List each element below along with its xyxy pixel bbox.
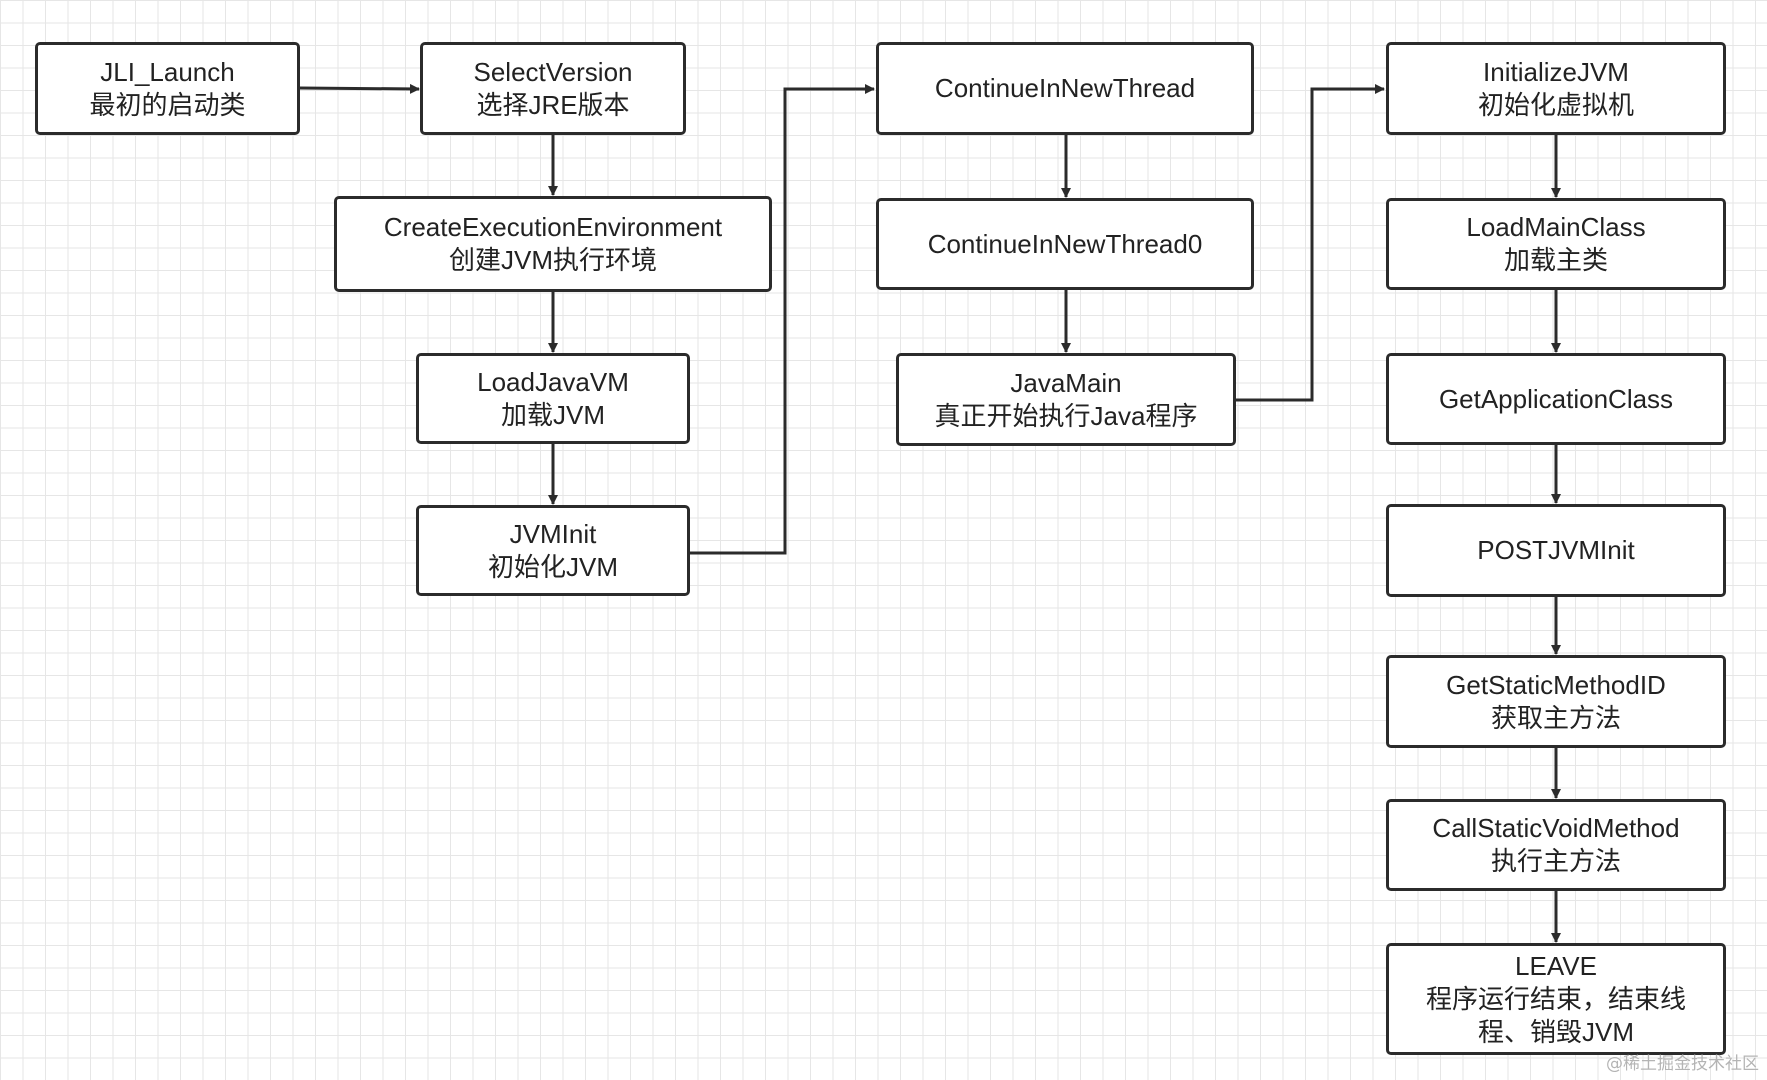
node-jvm-init: JVMInit 初始化JVM: [416, 505, 690, 596]
node-continue-in-new-thread0-title: ContinueInNewThread0: [927, 228, 1203, 259]
node-get-application-class: GetApplicationClass: [1386, 353, 1726, 445]
node-create-execution-environment-title: CreateExecutionEnvironment: [383, 212, 723, 242]
node-call-static-void-method-title: CallStaticVoidMethod: [1432, 813, 1680, 843]
node-select-version-title: SelectVersion: [473, 56, 633, 87]
node-leave-title: LEAVE: [1515, 950, 1597, 981]
node-get-application-class-title: GetApplicationClass: [1438, 383, 1674, 414]
node-post-jvm-init-title: POSTJVMInit: [1477, 535, 1635, 565]
node-load-java-vm: LoadJavaVM 加载JVM: [416, 353, 690, 444]
node-create-execution-environment-subtitle: 创建JVM执行环境: [448, 245, 657, 275]
edge-jli-launch-to-select-version: [299, 83, 420, 94]
node-jvm-init-title: JVMInit: [509, 518, 597, 549]
node-java-main-subtitle: 真正开始执行Java程序: [934, 400, 1198, 431]
edge-java-main-to-initialize-jvm: [1236, 84, 1385, 402]
node-jli-launch: JLI_Launch 最初的启动类: [35, 42, 300, 135]
node-jli-launch-title: JLI_Launch: [100, 56, 235, 87]
node-select-version-subtitle: 选择JRE版本: [476, 89, 630, 120]
node-continue-in-new-thread: ContinueInNewThread: [876, 42, 1254, 135]
node-continue-in-new-thread-title: ContinueInNewThread: [934, 73, 1196, 103]
watermark: @稀土掘金技术社区: [1606, 1054, 1759, 1074]
node-select-version: SelectVersion 选择JRE版本: [420, 42, 686, 135]
node-java-main-title: JavaMain: [1010, 367, 1122, 398]
node-get-static-method-id: GetStaticMethodID 获取主方法: [1386, 655, 1726, 748]
node-leave-subtitle-line2: 程、销毁JVM: [1477, 1016, 1634, 1047]
node-initialize-jvm-subtitle: 初始化虚拟机: [1477, 89, 1634, 120]
node-load-main-class-title: LoadMainClass: [1466, 212, 1646, 242]
node-get-static-method-id-subtitle: 获取主方法: [1490, 702, 1621, 733]
node-load-main-class-subtitle: 加载主类: [1503, 245, 1608, 275]
node-call-static-void-method: CallStaticVoidMethod 执行主方法: [1386, 799, 1726, 891]
edge-jvm-init-to-continue-in-new-thread: [690, 84, 875, 555]
node-create-execution-environment: CreateExecutionEnvironment 创建JVM执行环境: [334, 196, 772, 292]
node-jvm-init-subtitle: 初始化JVM: [487, 551, 618, 582]
node-initialize-jvm: InitializeJVM 初始化虚拟机: [1386, 42, 1726, 135]
node-call-static-void-method-subtitle: 执行主方法: [1490, 846, 1621, 876]
node-leave-subtitle: 程序运行结束，结束线: [1425, 983, 1686, 1014]
node-load-java-vm-title: LoadJavaVM: [477, 366, 629, 397]
node-continue-in-new-thread0: ContinueInNewThread0: [876, 198, 1254, 290]
node-java-main: JavaMain 真正开始执行Java程序: [896, 353, 1236, 446]
node-initialize-jvm-title: InitializeJVM: [1483, 56, 1629, 87]
node-load-java-vm-subtitle: 加载JVM: [500, 399, 605, 430]
node-post-jvm-init: POSTJVMInit: [1386, 504, 1726, 597]
node-get-static-method-id-title: GetStaticMethodID: [1446, 669, 1666, 700]
node-load-main-class: LoadMainClass 加载主类: [1386, 198, 1726, 290]
node-leave: LEAVE 程序运行结束，结束线 程、销毁JVM: [1386, 943, 1726, 1055]
node-jli-launch-subtitle: 最初的启动类: [89, 89, 246, 120]
